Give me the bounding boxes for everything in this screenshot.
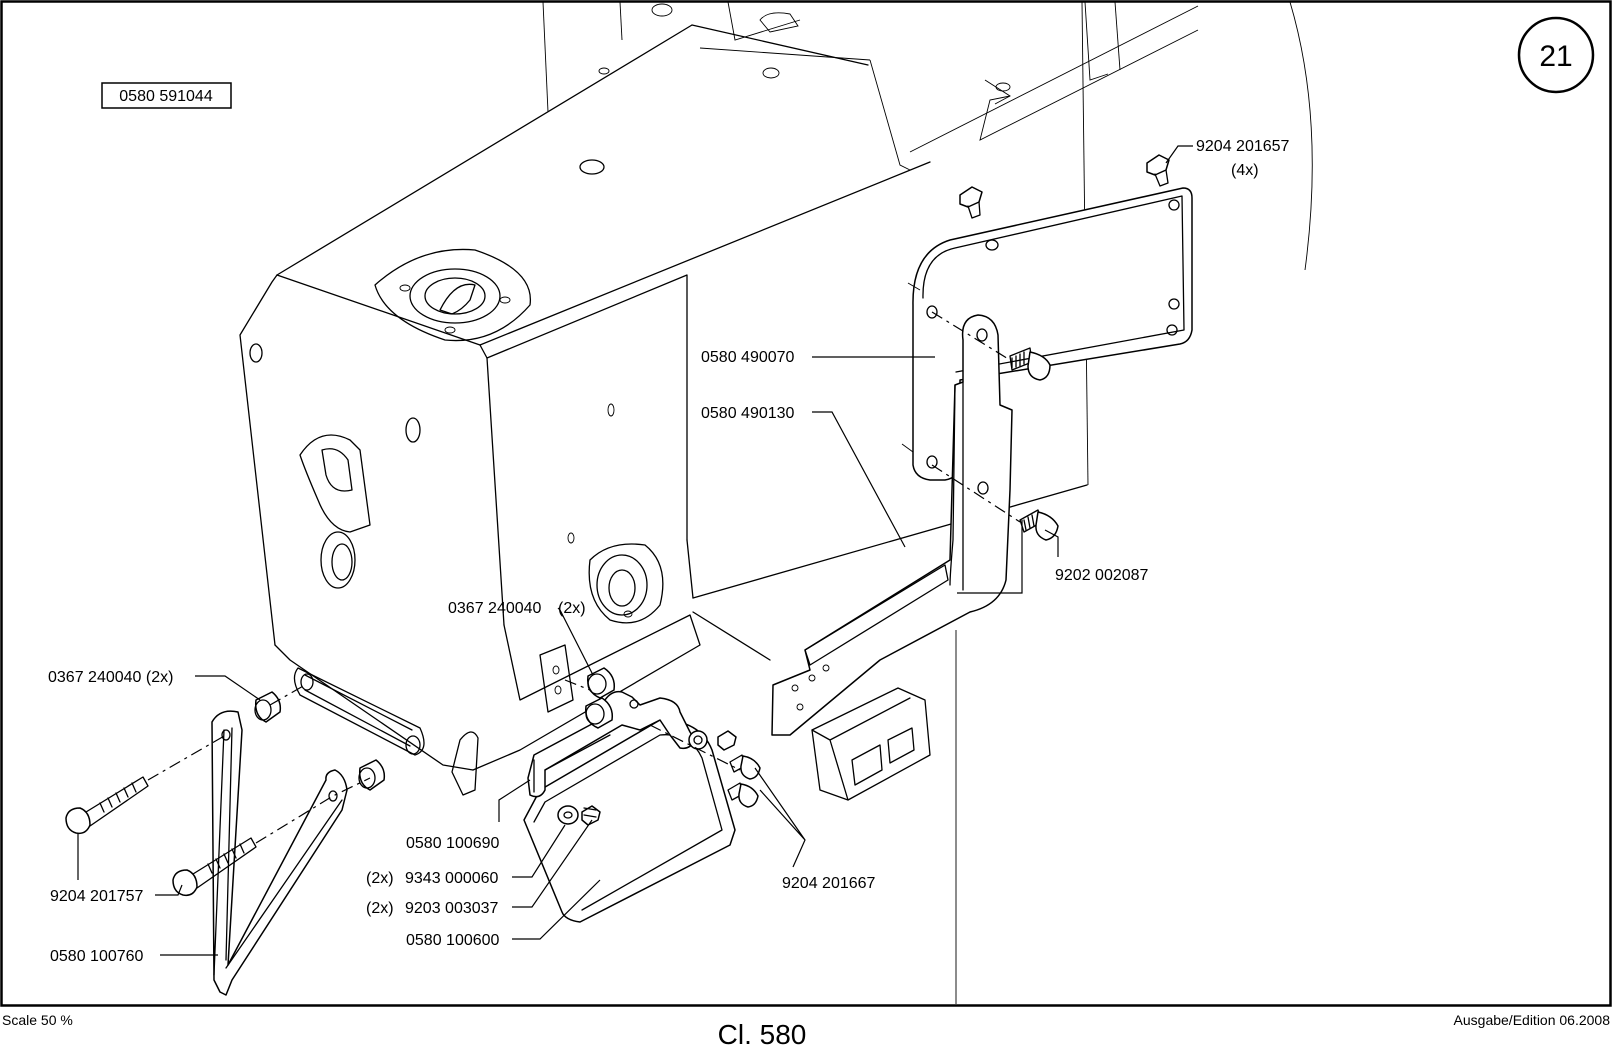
washer-9343-000060 [558,806,578,824]
spacer-left-upper [255,692,280,722]
screw-9204-201657-b [960,187,982,218]
plate-0580-490070 [902,188,1192,480]
spacer-left-lower [359,760,384,790]
page-number-badge: 21 [1519,18,1593,92]
label-9343-000060: 9343 000060 [405,870,499,887]
screw-9204-201757-upper [66,777,148,833]
diagram-border [2,2,1611,1006]
bracket-0580-100760 [212,711,347,995]
screw-9204-201657-a [1147,155,1169,186]
label-0580-100600: 0580 100600 [406,932,500,949]
label-0580-490130: 0580 490130 [701,405,795,422]
label-0580-100690: 0580 100690 [406,835,500,852]
axis-line-center [565,680,590,690]
screw-9204-201667-b [728,783,758,807]
footer-scale: Scale 50 % [2,1012,73,1028]
screw-small-center-right [718,731,736,750]
page-number-text: 21 [1539,40,1572,73]
label-9203-003037-qty: (2x) [366,900,394,917]
footer-edition: Ausgabe/Edition 06.2008 [1454,1012,1611,1028]
reference-number: 0580 591044 [119,88,213,105]
washer-center-right [689,731,707,749]
reference-box: 0580 591044 [102,83,231,108]
bracket-0580-490130 [772,315,1012,735]
label-9204-201657-qty: (4x) [1231,162,1259,179]
label-9204-201657: 9204 201657 [1196,138,1290,155]
label-0367-240040-left: 0367 240040 (2x) [48,669,173,686]
label-0580-100760: 0580 100760 [50,948,144,965]
label-9343-000060-qty: (2x) [366,870,394,887]
label-0580-490070: 0580 490070 [701,349,795,366]
label-0367-240040-center: 0367 240040 [448,600,542,617]
label-9203-003037: 9203 003037 [405,900,499,917]
label-9202-002087: 9202 002087 [1055,567,1149,584]
footer-model: Cl. 580 [718,1019,807,1050]
machine-housing-outline [240,2,1312,800]
label-9204-201757: 9204 201757 [50,888,144,905]
label-0367-240040-center-qty: (2x) [558,600,586,617]
label-9204-201667: 9204 201667 [782,875,876,892]
screw-9202-002087 [1020,510,1058,540]
